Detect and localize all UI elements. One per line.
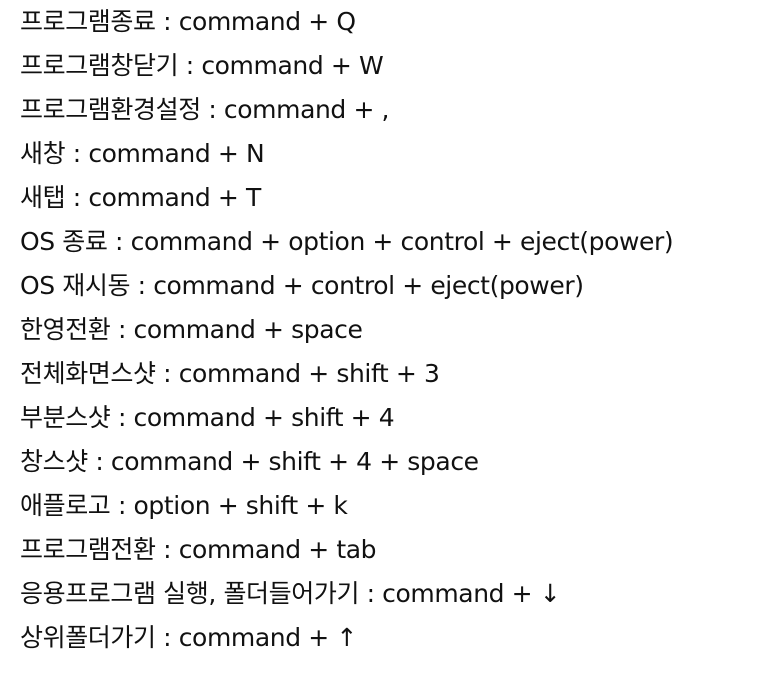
shortcut-quit-app: 프로그램종료 : command + Q: [20, 7, 356, 36]
shortcut-input-language: 한영전환 : command + space: [20, 315, 363, 344]
shortcut-partial-screenshot: 부분스샷 : command + shift + 4: [20, 403, 395, 432]
shortcut-preferences: 프로그램환경설정 : command + ,: [20, 95, 390, 124]
shortcut-os-shutdown: OS 종료 : command + option + control + eje…: [20, 227, 674, 256]
shortcut-full-screenshot: 전체화면스샷 : command + shift + 3: [20, 359, 440, 388]
shortcut-apple-logo: 애플로고 : option + shift + k: [20, 491, 348, 520]
shortcut-window-screenshot: 창스샷 : command + shift + 4 + space: [20, 447, 479, 476]
shortcut-open-item: 응용프로그램 실행, 폴더들어가기 : command + ↓: [20, 579, 561, 608]
shortcut-os-restart: OS 재시동 : command + control + eject(power…: [20, 271, 584, 300]
shortcut-parent-folder: 상위폴더가기 : command + ↑: [20, 623, 357, 652]
shortcut-new-tab: 새탭 : command + T: [20, 183, 261, 212]
shortcut-switch-app: 프로그램전환 : command + tab: [20, 535, 377, 564]
shortcut-list: 프로그램종료 : command + Q 프로그램창닫기 : command +…: [20, 0, 760, 660]
shortcut-close-window: 프로그램창닫기 : command + W: [20, 51, 384, 80]
shortcut-new-window: 새창 : command + N: [20, 139, 265, 168]
